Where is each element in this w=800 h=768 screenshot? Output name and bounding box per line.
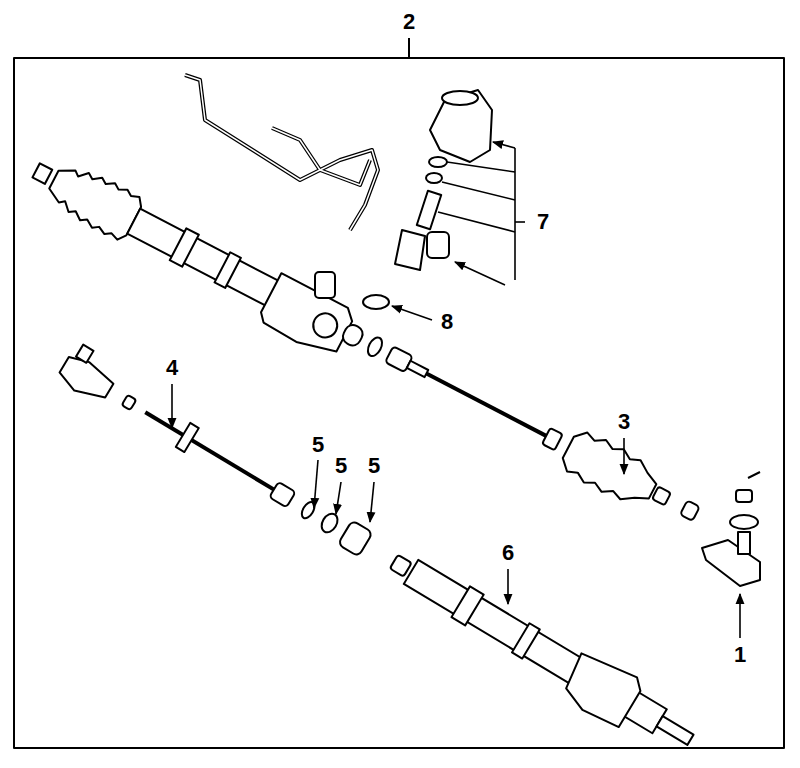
- upper-rack: [21, 148, 707, 542]
- callout-number: 5: [310, 433, 326, 457]
- callout-number: 7: [535, 210, 551, 234]
- frame-tick: [408, 38, 410, 58]
- callout-number: 2: [401, 10, 417, 34]
- pressure-pipes: [185, 75, 378, 230]
- callout-number: 6: [500, 541, 516, 565]
- assembly-frame: [14, 58, 784, 748]
- valve-assembly: [363, 90, 492, 309]
- callout-number: 8: [439, 310, 455, 334]
- callout-number: 5: [333, 454, 349, 478]
- callout-number: 1: [732, 643, 748, 667]
- lower-rack: [49, 342, 704, 766]
- leader-lines: [172, 142, 740, 638]
- tie-rod-end: [702, 472, 760, 586]
- callout-number: 3: [616, 410, 632, 434]
- callout-number: 5: [366, 454, 382, 478]
- callout-number: 4: [164, 356, 180, 380]
- bushing: [315, 272, 335, 298]
